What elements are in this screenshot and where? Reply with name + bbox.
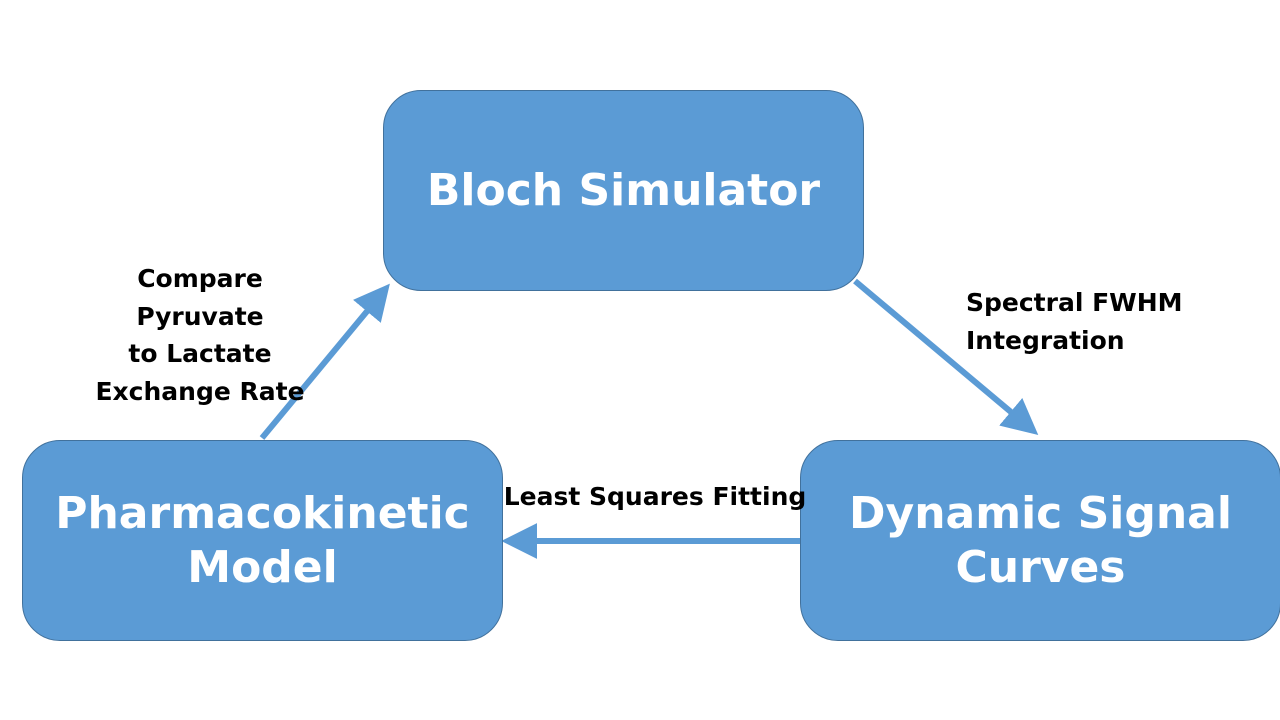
edge-label-least-squares: Least Squares Fitting bbox=[503, 482, 807, 511]
node-label: Pharmacokinetic Model bbox=[55, 487, 470, 593]
node-label: Bloch Simulator bbox=[426, 164, 821, 216]
edge-label-spectral: Spectral FWHM Integration bbox=[966, 288, 1183, 355]
edge-label-compare: Compare Pyruvate to Lactate Exchange Rat… bbox=[95, 264, 305, 406]
node-label: Dynamic Signal Curves bbox=[849, 487, 1232, 593]
node-pharmacokinetic-model: Pharmacokinetic Model bbox=[22, 440, 503, 641]
node-dynamic-signal-curves: Dynamic Signal Curves bbox=[800, 440, 1280, 641]
node-bloch-simulator: Bloch Simulator bbox=[383, 90, 864, 291]
